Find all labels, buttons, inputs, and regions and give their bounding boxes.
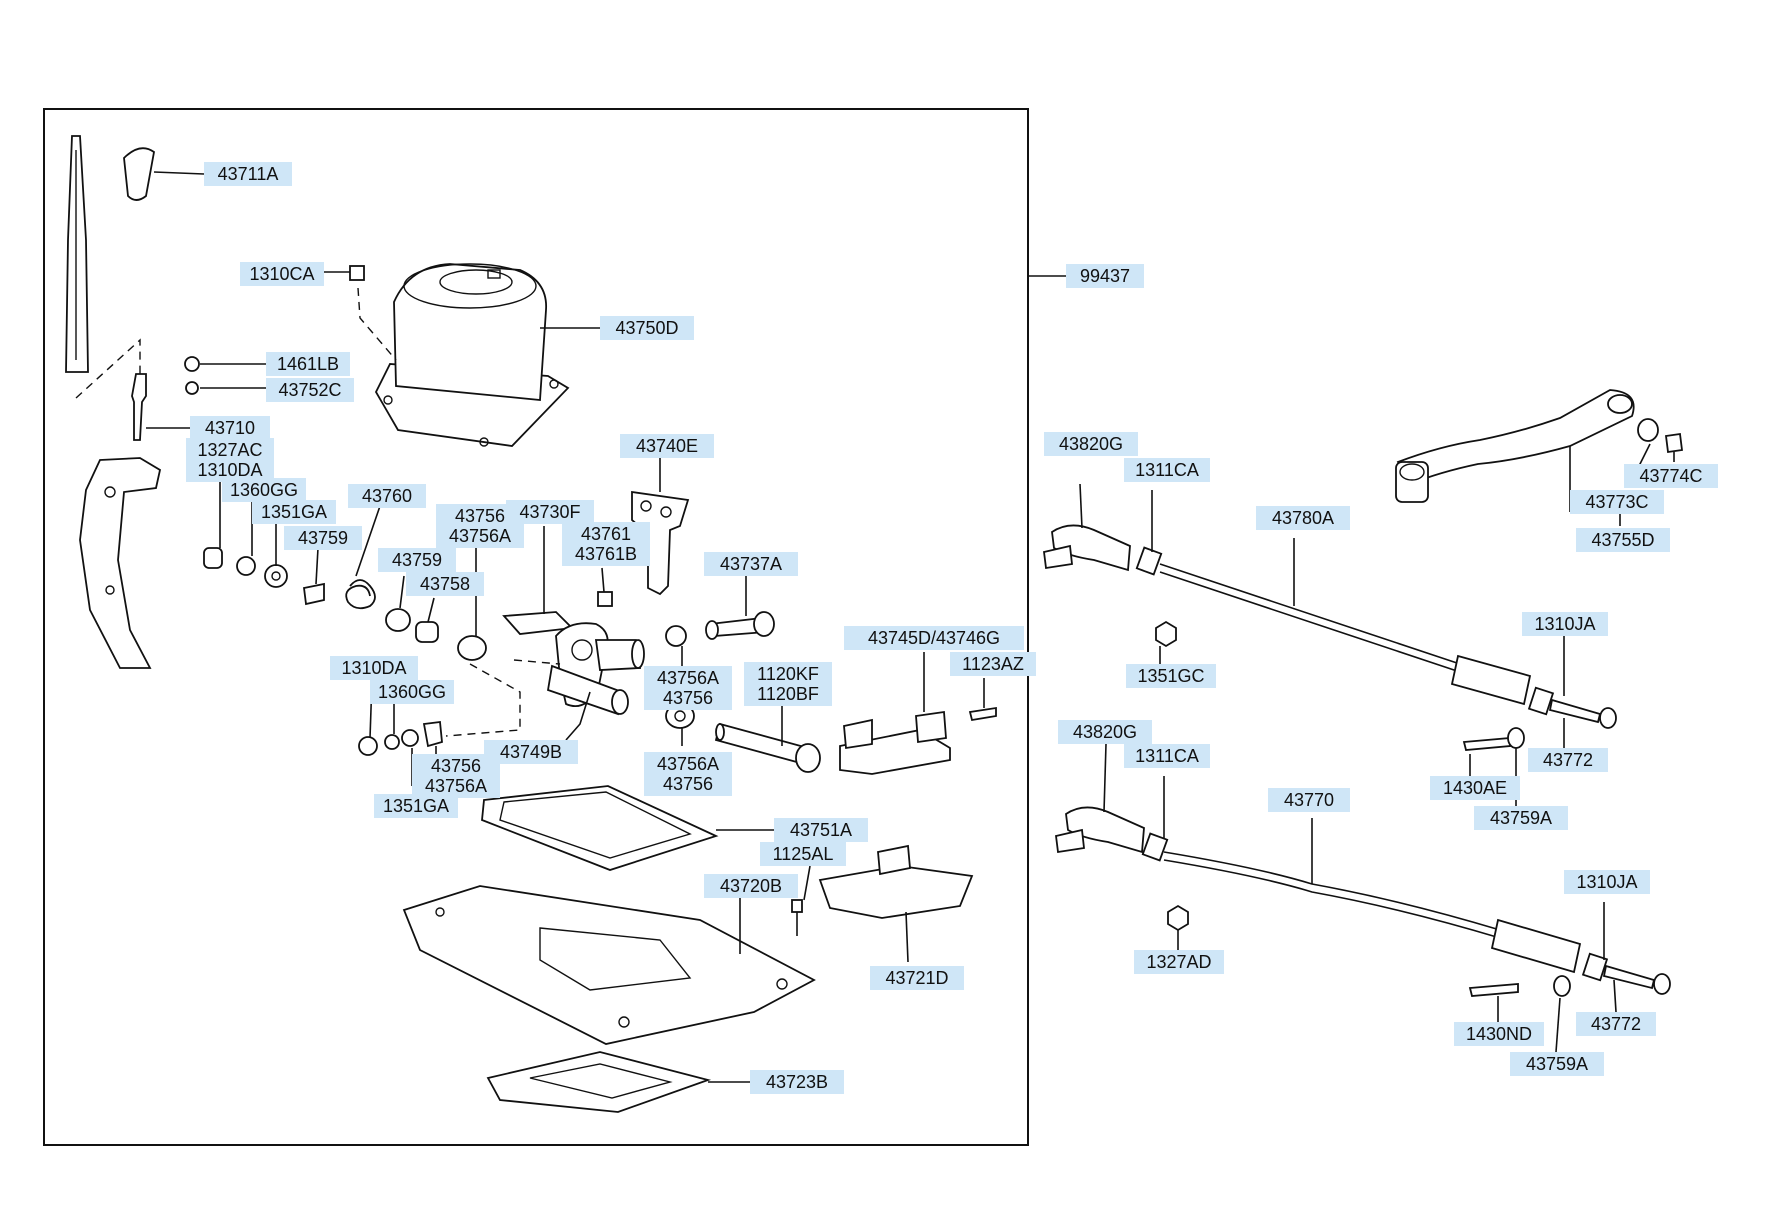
part-label-1310DA[interactable]: 1310DA bbox=[330, 656, 418, 680]
part-label-1360GG[interactable]: 1360GG bbox=[222, 478, 306, 502]
part-label-43720B[interactable]: 43720B bbox=[704, 874, 798, 898]
part-label-43756A-43756-b[interactable]: 43756A 43756 bbox=[644, 752, 732, 796]
part-label-43710[interactable]: 43710 bbox=[190, 416, 270, 440]
part-label-43770[interactable]: 43770 bbox=[1268, 788, 1350, 812]
shift-boot bbox=[374, 263, 570, 447]
part-label-43772-b[interactable]: 43772 bbox=[1576, 1012, 1656, 1036]
part-label-43759A-b[interactable]: 43759A bbox=[1510, 1052, 1604, 1076]
shift-cable-43780A bbox=[1043, 524, 1617, 729]
part-label-43721D[interactable]: 43721D bbox=[870, 966, 964, 990]
part-label-1351GC[interactable]: 1351GC bbox=[1126, 664, 1216, 688]
part-label-43761-43761B[interactable]: 43761 43761B bbox=[562, 522, 650, 566]
part-label-1310JA-b[interactable]: 1310JA bbox=[1564, 870, 1650, 894]
part-label-99437[interactable]: 99437 bbox=[1066, 264, 1144, 288]
gasket-43751A bbox=[481, 785, 719, 871]
base-plate-43720B bbox=[402, 885, 816, 1045]
part-label-43756-43756A[interactable]: 43756 43756A bbox=[436, 504, 524, 548]
assembly-frame bbox=[43, 108, 1029, 1146]
shift-lever-43755D bbox=[1395, 389, 1684, 503]
shift-cable-43770 bbox=[1055, 806, 1671, 995]
part-label-43759A[interactable]: 43759A bbox=[1474, 806, 1568, 830]
part-label-43745D-43746G[interactable]: 43745D/43746G bbox=[844, 626, 1024, 650]
part-label-43737A[interactable]: 43737A bbox=[704, 552, 798, 576]
part-label-43730F[interactable]: 43730F bbox=[506, 500, 594, 524]
part-label-43756A-43756[interactable]: 43756A 43756 bbox=[644, 666, 732, 710]
part-label-43755D[interactable]: 43755D bbox=[1576, 528, 1670, 552]
part-label-43780A[interactable]: 43780A bbox=[1256, 506, 1350, 530]
part-label-1327AC-1310DA[interactable]: 1327AC 1310DA bbox=[186, 438, 274, 482]
part-label-1311CA[interactable]: 1311CA bbox=[1124, 458, 1210, 482]
part-label-43759-b[interactable]: 43759 bbox=[378, 548, 456, 572]
part-label-1351GA-b[interactable]: 1351GA bbox=[374, 794, 458, 818]
part-label-43774C[interactable]: 43774C bbox=[1624, 464, 1718, 488]
part-label-1125AL[interactable]: 1125AL bbox=[760, 842, 846, 866]
part-label-1120KF-1120BF[interactable]: 1120KF 1120BF bbox=[744, 662, 832, 706]
shift-knob bbox=[123, 147, 155, 201]
return-spring bbox=[345, 579, 376, 610]
part-label-1430ND[interactable]: 1430ND bbox=[1454, 1022, 1544, 1046]
part-label-43711A[interactable]: 43711A bbox=[204, 162, 292, 186]
part-label-43750D[interactable]: 43750D bbox=[600, 316, 694, 340]
bushing-washers-left bbox=[203, 547, 325, 606]
part-label-1123AZ[interactable]: 1123AZ bbox=[950, 652, 1036, 676]
part-label-1360GG-b[interactable]: 1360GG bbox=[370, 680, 454, 704]
part-label-1430AE[interactable]: 1430AE bbox=[1430, 776, 1520, 800]
part-label-43756-43756A-b[interactable]: 43756 43756A bbox=[412, 754, 500, 798]
part-label-43773C[interactable]: 43773C bbox=[1570, 490, 1664, 514]
part-label-1461LB[interactable]: 1461LB bbox=[266, 352, 350, 376]
part-label-43820G-b[interactable]: 43820G bbox=[1058, 720, 1152, 744]
part-label-43723B[interactable]: 43723B bbox=[750, 1070, 844, 1094]
part-label-43759[interactable]: 43759 bbox=[284, 526, 362, 550]
selector-lever-assembly bbox=[502, 611, 645, 716]
part-label-43760[interactable]: 43760 bbox=[348, 484, 426, 508]
part-label-43758[interactable]: 43758 bbox=[406, 572, 484, 596]
part-label-1327AD[interactable]: 1327AD bbox=[1134, 950, 1224, 974]
part-label-43740E[interactable]: 43740E bbox=[620, 434, 714, 458]
part-label-1310JA[interactable]: 1310JA bbox=[1522, 612, 1608, 636]
bracket-43721D bbox=[818, 865, 974, 919]
shift-lever-rod-43710 bbox=[65, 135, 162, 669]
part-label-1310CA[interactable]: 1310CA bbox=[240, 262, 324, 286]
part-label-43751A[interactable]: 43751A bbox=[774, 818, 868, 842]
part-label-43752C[interactable]: 43752C bbox=[266, 378, 354, 402]
part-label-43820G[interactable]: 43820G bbox=[1044, 432, 1138, 456]
part-label-43749B[interactable]: 43749B bbox=[484, 740, 578, 764]
part-label-43772[interactable]: 43772 bbox=[1528, 748, 1608, 772]
part-label-1311CA-b[interactable]: 1311CA bbox=[1124, 744, 1210, 768]
part-label-1351GA[interactable]: 1351GA bbox=[252, 500, 336, 524]
base-plate-43723B bbox=[486, 1051, 712, 1113]
